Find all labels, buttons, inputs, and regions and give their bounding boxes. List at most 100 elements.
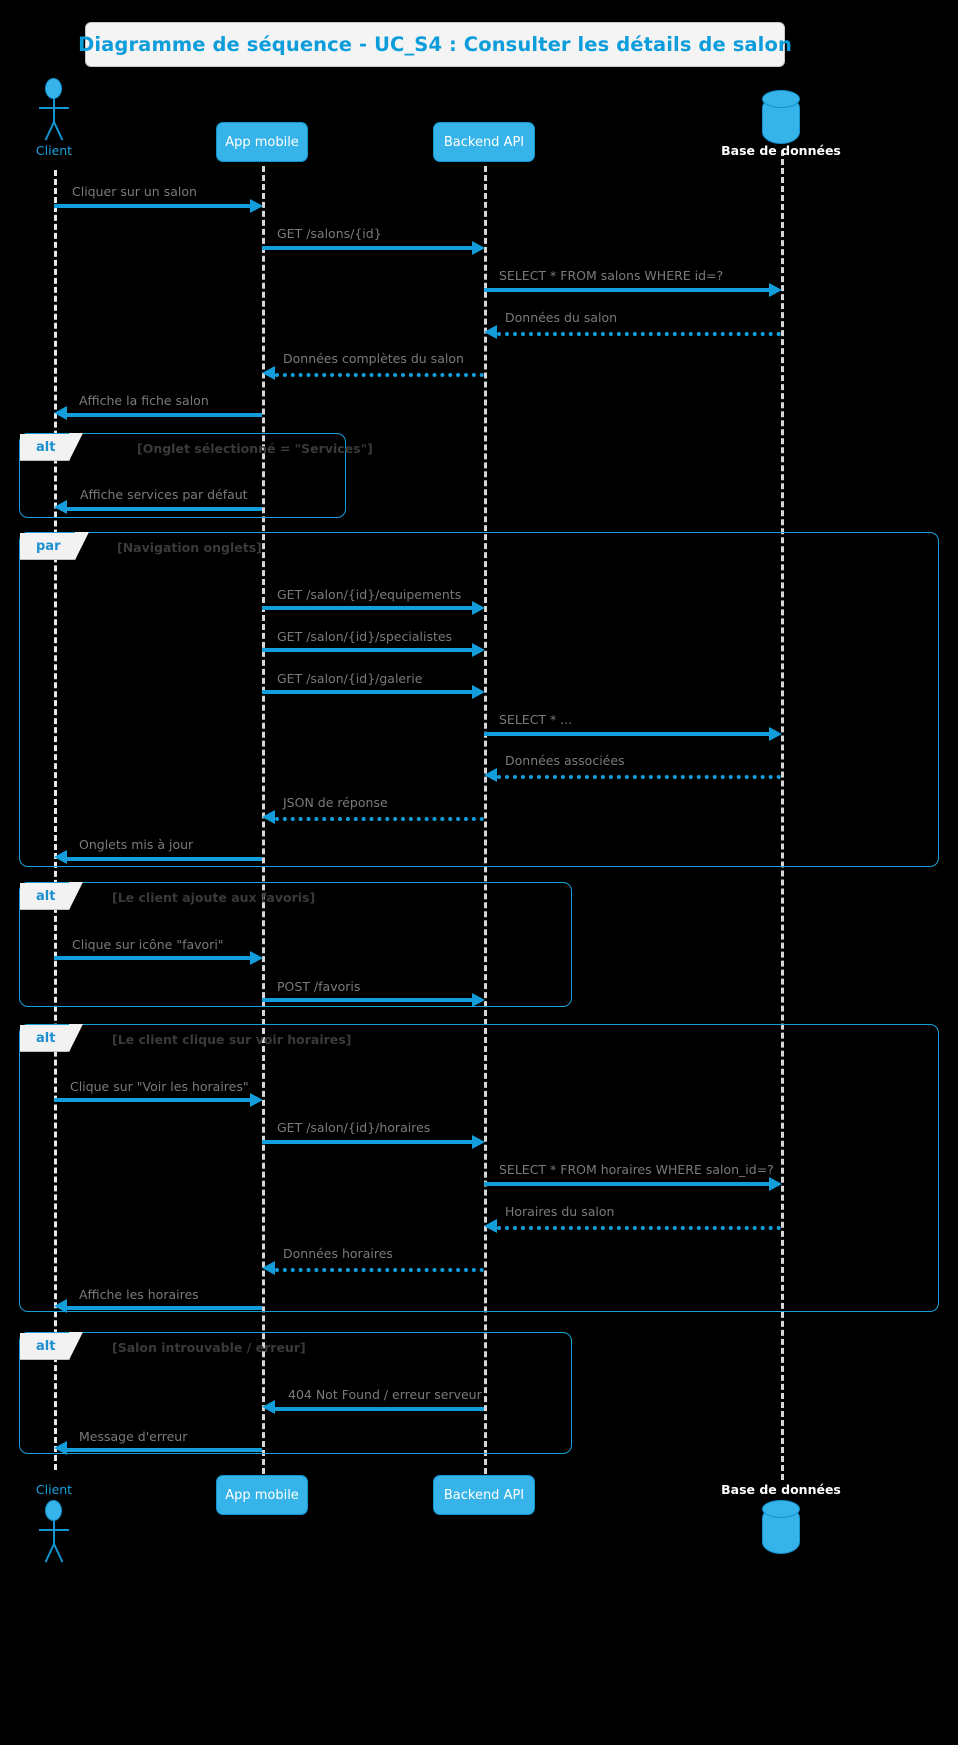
message-line-m18: [262, 1140, 472, 1144]
message-label-m4: Données du salon: [505, 310, 618, 325]
database-icon: [762, 90, 800, 146]
fragment-condition-alt-erreur: [Salon introuvable / erreur]: [112, 1340, 306, 1355]
arrowhead-m13: [262, 810, 275, 824]
message-line-m2: [262, 246, 472, 250]
message-label-m6: Affiche la fiche salon: [79, 393, 209, 408]
arrowhead-m8: [472, 601, 485, 615]
message-line-m14: [67, 857, 262, 861]
database-cap-icon: [762, 90, 800, 108]
arrowhead-m14: [54, 850, 67, 864]
message-label-m24: Message d'erreur: [79, 1429, 188, 1444]
message-line-m17: [54, 1098, 250, 1102]
footer-database-cap-icon: [762, 1500, 800, 1518]
message-label-m22: Affiche les horaires: [79, 1287, 199, 1302]
arrowhead-m9: [472, 643, 485, 657]
fragment-keyword-par-navigation: par: [36, 538, 61, 554]
participant-label-app-mobile: App mobile: [225, 134, 299, 150]
participant-label-backend-api: Backend API: [443, 134, 525, 150]
arrowhead-m7: [54, 500, 67, 514]
footer-actor-leg-right-icon: [53, 1543, 64, 1563]
footer-participant-app-mobile[interactable]: App mobile: [216, 1475, 308, 1515]
actor-body-icon: [53, 99, 55, 123]
message-line-m22: [67, 1306, 262, 1310]
diagram-title-box: Diagramme de séquence - UC_S4 : Consulte…: [78, 22, 792, 67]
arrowhead-m20: [484, 1219, 497, 1233]
message-label-m23: 404 Not Found / erreur serveur: [288, 1387, 482, 1402]
participant-backend-api[interactable]: Backend API: [433, 122, 535, 162]
lifeline-base-de-donnees: [781, 150, 784, 1480]
fragment-tab-alt-services: alt: [20, 433, 85, 461]
footer-participant-backend-api[interactable]: Backend API: [433, 1475, 535, 1515]
fragment-alt-horaires: [19, 1024, 939, 1312]
arrowhead-m4: [484, 325, 497, 339]
arrowhead-m19: [769, 1177, 782, 1191]
message-label-m5: Données complètes du salon: [283, 351, 464, 366]
arrowhead-m1: [250, 199, 263, 213]
message-line-m6: [67, 413, 262, 417]
message-line-m23: [275, 1407, 484, 1411]
fragment-condition-alt-favoris: [Le client ajoute aux favoris]: [112, 890, 316, 905]
message-line-m1: [54, 204, 250, 208]
footer-actor-client-figure: [34, 1500, 74, 1563]
arrowhead-m24: [54, 1441, 67, 1455]
footer-database-icon: [762, 1500, 800, 1556]
arrowhead-m3: [769, 283, 782, 297]
message-label-m13: JSON de réponse: [283, 795, 388, 810]
message-line-m16: [262, 998, 472, 1002]
message-line-m19: [484, 1182, 769, 1186]
message-label-m10: GET /salon/{id}/galerie: [277, 671, 423, 686]
arrowhead-m23: [262, 1400, 275, 1414]
footer-actor-body-icon: [53, 1521, 55, 1545]
message-label-m1: Cliquer sur un salon: [72, 184, 197, 199]
message-label-m11: SELECT * ...: [499, 712, 573, 727]
arrowhead-m16: [472, 993, 485, 1007]
participant-label-base-de-donnees: Base de données: [721, 143, 841, 158]
message-label-m15: Clique sur icône "favori": [72, 937, 224, 952]
lifeline-backend-api: [484, 166, 487, 1474]
arrowhead-m17: [250, 1093, 263, 1107]
fragment-condition-alt-horaires: [Le client clique sur voir horaires]: [112, 1032, 352, 1047]
fragment-alt-favoris: [19, 882, 572, 1007]
message-label-m18: GET /salon/{id}/horaires: [277, 1120, 431, 1135]
fragment-tab-alt-horaires: alt: [20, 1024, 85, 1052]
fragment-tab-par-navigation: par: [20, 532, 88, 560]
message-label-m8: GET /salon/{id}/equipements: [277, 587, 462, 602]
footer-label-app-mobile: App mobile: [225, 1487, 299, 1503]
message-label-m3: SELECT * FROM salons WHERE id=?: [499, 268, 724, 283]
message-line-m7: [67, 507, 262, 511]
message-line-m8: [262, 606, 472, 610]
footer-actor-arms-icon: [39, 1529, 69, 1531]
actor-head-icon: [45, 78, 62, 99]
message-label-m21: Données horaires: [283, 1246, 393, 1261]
message-label-m20: Horaires du salon: [505, 1204, 615, 1219]
actor-leg-right-icon: [53, 121, 64, 141]
diagram-title: Diagramme de séquence - UC_S4 : Consulte…: [78, 33, 792, 56]
message-line-m15: [54, 956, 250, 960]
message-line-m24: [67, 1448, 262, 1452]
arrowhead-m6: [54, 406, 67, 420]
footer-actor-head-icon: [45, 1500, 62, 1521]
fragment-par-navigation: [19, 532, 939, 867]
message-line-m3: [484, 288, 769, 292]
arrowhead-m5: [262, 366, 275, 380]
message-line-m21: [275, 1268, 484, 1272]
message-label-m12: Données associées: [505, 753, 625, 768]
footer-label-backend-api: Backend API: [443, 1487, 525, 1503]
fragment-alt-services: [19, 433, 346, 518]
participant-app-mobile[interactable]: App mobile: [216, 122, 308, 162]
fragment-keyword-alt-erreur: alt: [36, 1338, 56, 1354]
lifeline-client: [54, 170, 57, 1470]
actor-client-figure: [34, 78, 74, 141]
arrowhead-m18: [472, 1135, 485, 1149]
arrowhead-m10: [472, 685, 485, 699]
message-line-m10: [262, 690, 472, 694]
message-line-m12: [497, 775, 781, 779]
message-line-m4: [497, 332, 781, 336]
message-label-m17: Clique sur "Voir les horaires": [70, 1079, 249, 1094]
fragment-keyword-alt-services: alt: [36, 439, 56, 455]
message-label-m19: SELECT * FROM horaires WHERE salon_id=?: [499, 1162, 774, 1177]
arrowhead-m15: [250, 951, 263, 965]
message-line-m9: [262, 648, 472, 652]
fragment-tab-alt-favoris: alt: [20, 882, 85, 910]
